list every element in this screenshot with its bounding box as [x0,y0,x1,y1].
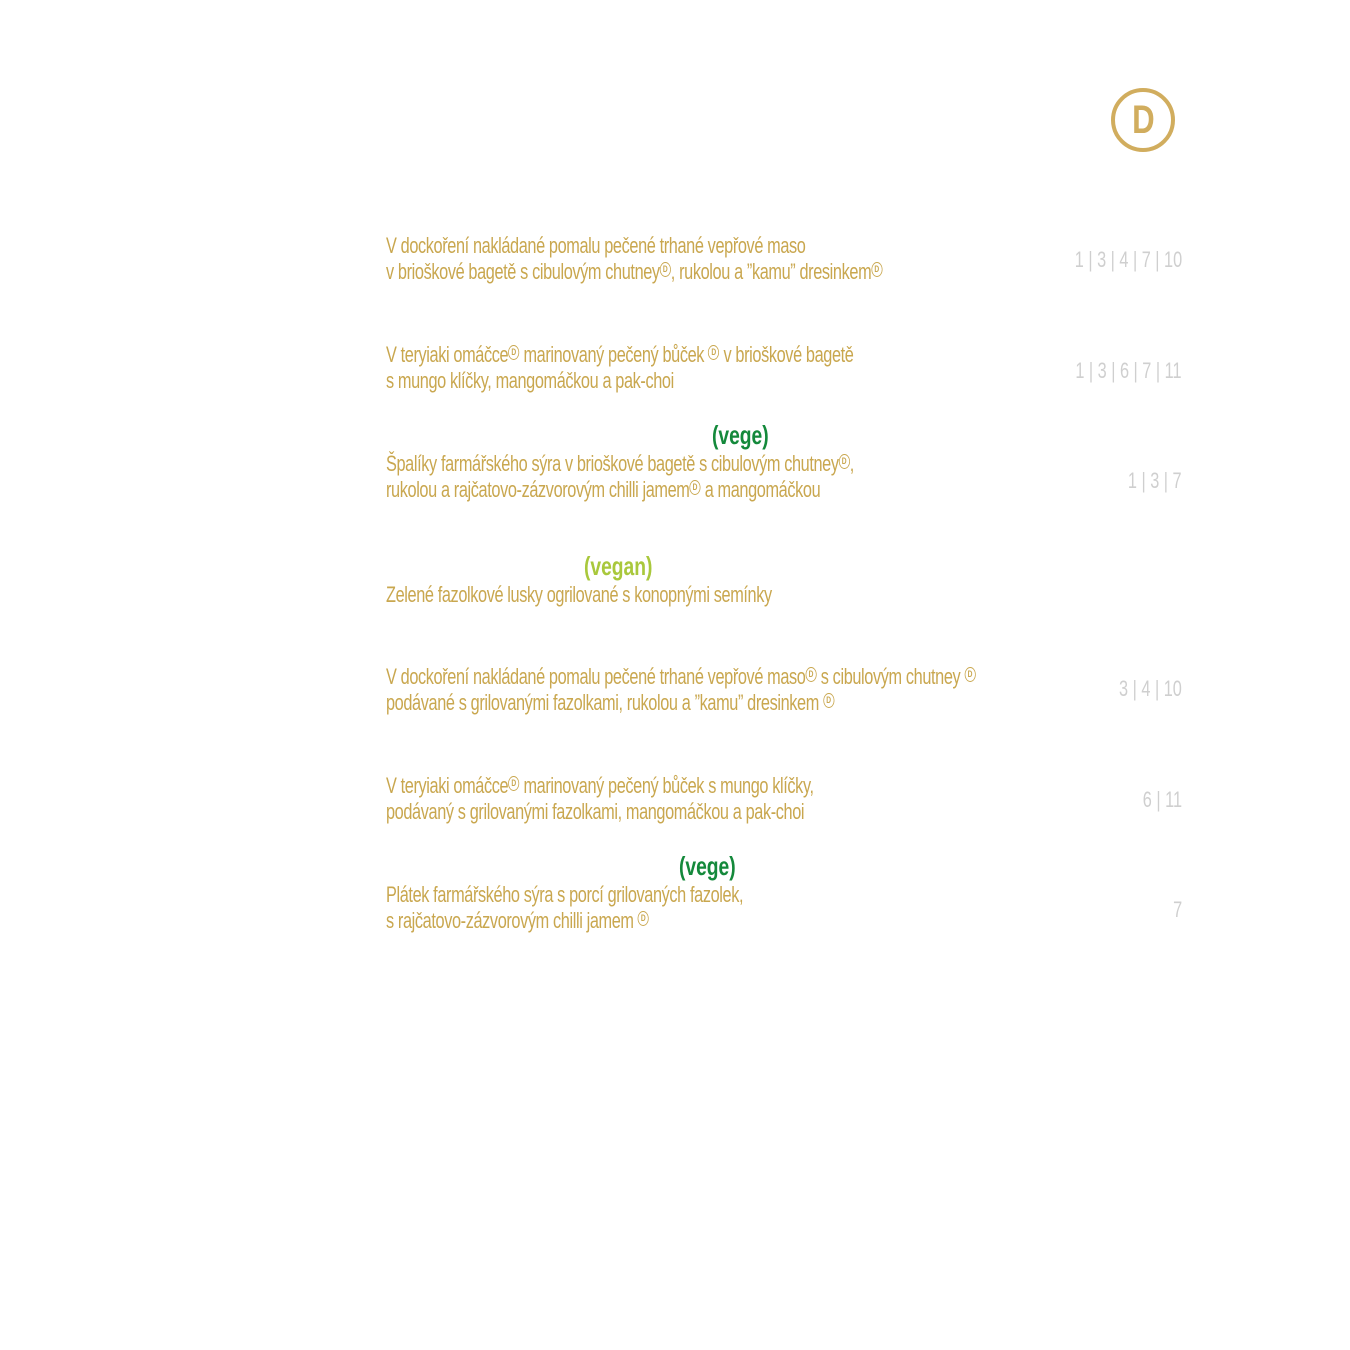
vege-tag: (vege) [712,420,769,450]
menu-item-description-line: podávané s grilovanými fazolkami, rukolo… [386,690,835,716]
circled-d-icon: D [659,262,671,277]
menu-item-description-line: s mungo klíčky, mangomáčkou a pak-choi [386,368,674,394]
logo-letter: D [1131,98,1155,142]
circled-d-icon: D [708,345,720,360]
menu-item: (vege)Plátek farmářského sýra s porcí gr… [386,853,1182,943]
description-text: Plátek farmářského sýra s porcí grilovan… [386,882,744,907]
description-text: V dockoření nakládané pomalu pečené trha… [386,233,806,258]
menu-item-description-line: V dockoření nakládané pomalu pečené trha… [386,664,976,690]
description-text: V teryiaki omáčce [386,342,509,367]
allergen-codes: 1 | 3 | 6 | 7 | 11 [1075,358,1182,383]
circled-d-icon: D [871,262,883,277]
circled-d-icon: D [823,693,835,708]
circled-d-icon: D [805,667,817,682]
menu-item-description-line: Špalíky farmářského sýra v brioškové bag… [386,451,854,477]
menu-item: (vege)Špalíky farmářského sýra v brioško… [386,422,1182,512]
allergen-codes: 7 [1172,897,1182,922]
description-text: podávané s grilovanými fazolkami, rukolo… [386,690,824,715]
allergen-codes: 1 | 3 | 4 | 7 | 10 [1074,247,1182,272]
menu-item: (vegan)Zelené fazolkové lusky ogrilované… [386,553,1182,643]
description-text: V dockoření nakládané pomalu pečené trha… [386,664,806,689]
description-text: rukolou a rajčatovo-zázvorovým chilli ja… [386,477,690,502]
description-text: Zelené fazolkové lusky ogrilované s kono… [386,582,772,607]
circled-d-icon: D [508,776,520,791]
menu-item-description-line: s rajčatovo-zázvorovým chilli jamem D [386,908,649,934]
description-text: s rajčatovo-zázvorovým chilli jamem [386,908,638,933]
circled-d-icon: D [508,345,520,360]
circled-d-icon: D [964,667,976,682]
restaurant-logo: D [1111,88,1175,152]
circled-d-icon: D [838,454,850,469]
menu-item-description-line: Zelené fazolkové lusky ogrilované s kono… [386,582,772,608]
menu-item: V dockoření nakládané pomalu pečené trha… [386,233,1182,323]
description-text: , rukolou a ”kamu” dresinkem [670,259,872,284]
description-text: V teryiaki omáčce [386,773,509,798]
circled-d-icon: D [637,911,649,926]
menu-item-description-line: Plátek farmářského sýra s porcí grilovan… [386,882,744,908]
vege-tag: (vege) [679,851,736,881]
vegan-tag: (vegan) [584,551,653,581]
description-text: a mangomáčkou [700,477,821,502]
description-text: v brioškové bagetě s cibulovým chutney [386,259,660,284]
allergen-codes: 1 | 3 | 7 [1128,468,1182,493]
description-text: Špalíky farmářského sýra v brioškové bag… [386,451,839,476]
description-text: s mungo klíčky, mangomáčkou a pak-choi [386,368,674,393]
menu-item-description-line: rukolou a rajčatovo-zázvorovým chilli ja… [386,477,821,503]
menu-item-description-line: podávaný s grilovanými fazolkami, mangom… [386,799,805,825]
allergen-codes: 3 | 4 | 10 [1119,676,1182,701]
menu-item-description-line: V dockoření nakládané pomalu pečené trha… [386,233,806,259]
description-text: marinovaný pečený bůček [519,342,709,367]
menu-item: V dockoření nakládané pomalu pečené trha… [386,664,1182,754]
circled-d-icon: D [689,480,701,495]
description-text: podávaný s grilovanými fazolkami, mangom… [386,799,805,824]
allergen-codes: 6 | 11 [1142,787,1182,812]
description-text: s cibulovým chutney [816,664,965,689]
description-text: v brioškové bagetě [719,342,854,367]
description-text: , [849,451,855,476]
description-text: marinovaný pečený bůček s mungo klíčky, [519,773,814,798]
